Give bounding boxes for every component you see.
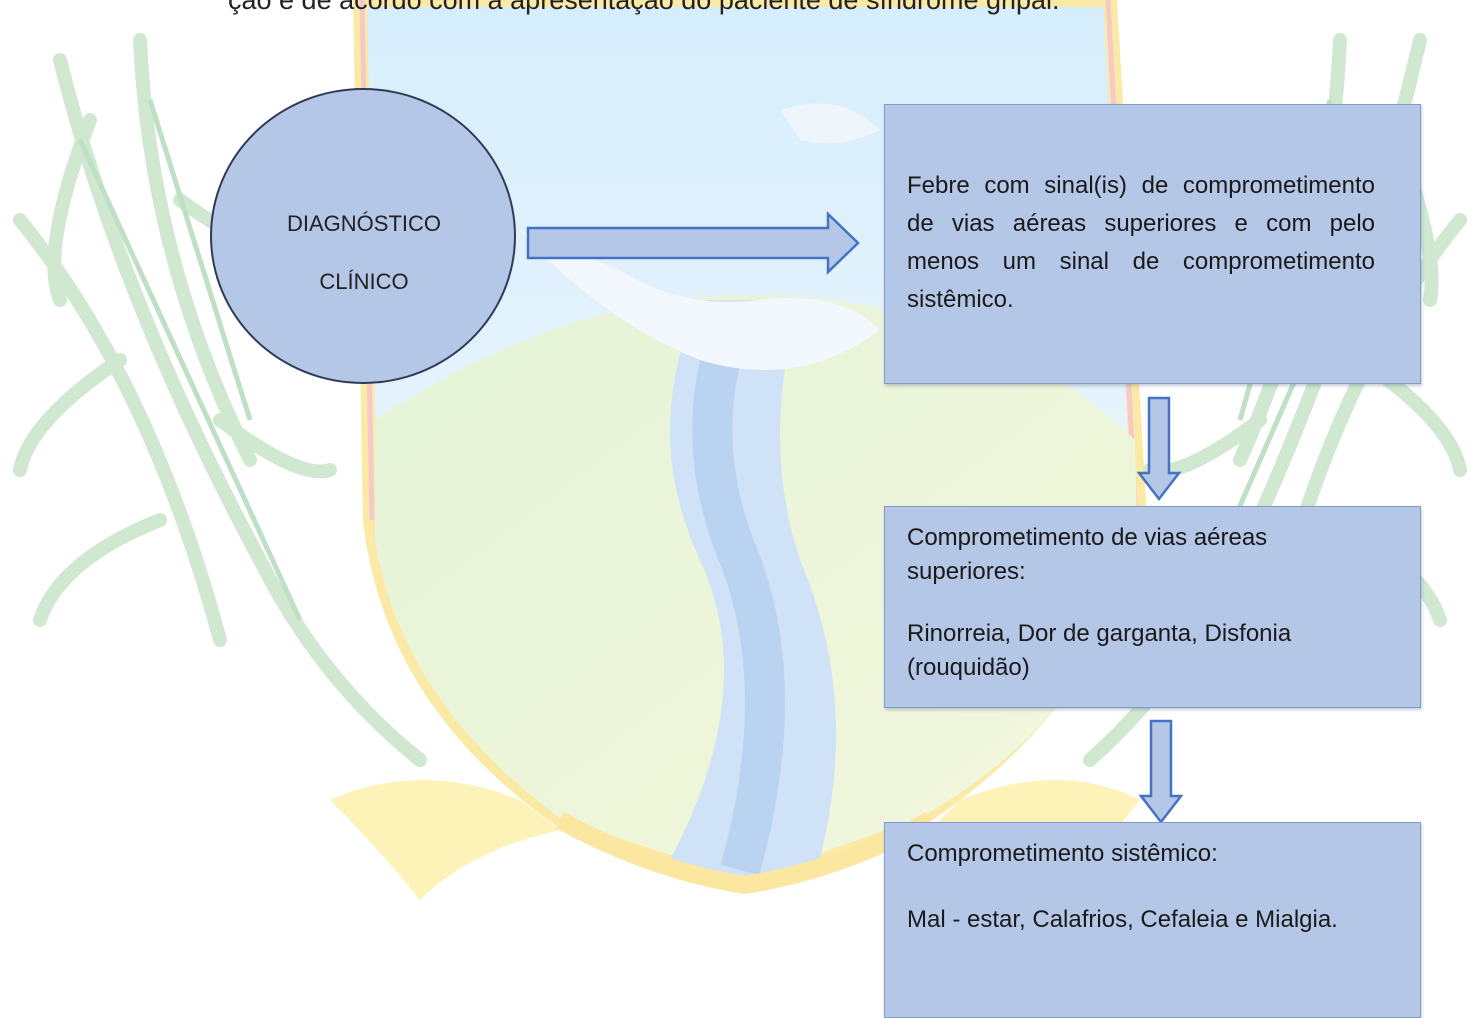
diagnosis-circle-label: DIAGNÓSTICO CLÍNICO: [230, 195, 498, 311]
systemic-symptoms: Mal - estar, Calafrios, Cefaleia e Mialg…: [907, 906, 1338, 933]
top-text-fragment: ção e de acordo com a apresentação do pa…: [228, 0, 1060, 15]
upper-airway-symptoms: Rinorreia, Dor de garganta, Disfonia (ro…: [907, 620, 1292, 681]
criteria-box: Febre com sinal(is) de comprometimento d…: [884, 104, 1421, 384]
circle-label-line-1: DIAGNÓSTICO: [286, 211, 441, 236]
systemic-heading: Comprometimento sistêmico:: [907, 840, 1218, 867]
down-arrow-icon: [1136, 396, 1182, 502]
criteria-text: Febre com sinal(is) de comprometimento d…: [907, 172, 1375, 313]
systemic-box: Comprometimento sistêmico: Mal - estar, …: [884, 822, 1421, 1018]
circle-label-line-2: CLÍNICO: [319, 269, 409, 294]
down-arrow-icon: [1138, 719, 1184, 825]
right-arrow-icon: [526, 211, 860, 275]
upper-airway-heading: Comprometimento de vias aéreas superiore…: [907, 524, 1268, 585]
upper-airway-box: Comprometimento de vias aéreas superiore…: [884, 506, 1421, 708]
diagnosis-circle: [210, 88, 516, 384]
